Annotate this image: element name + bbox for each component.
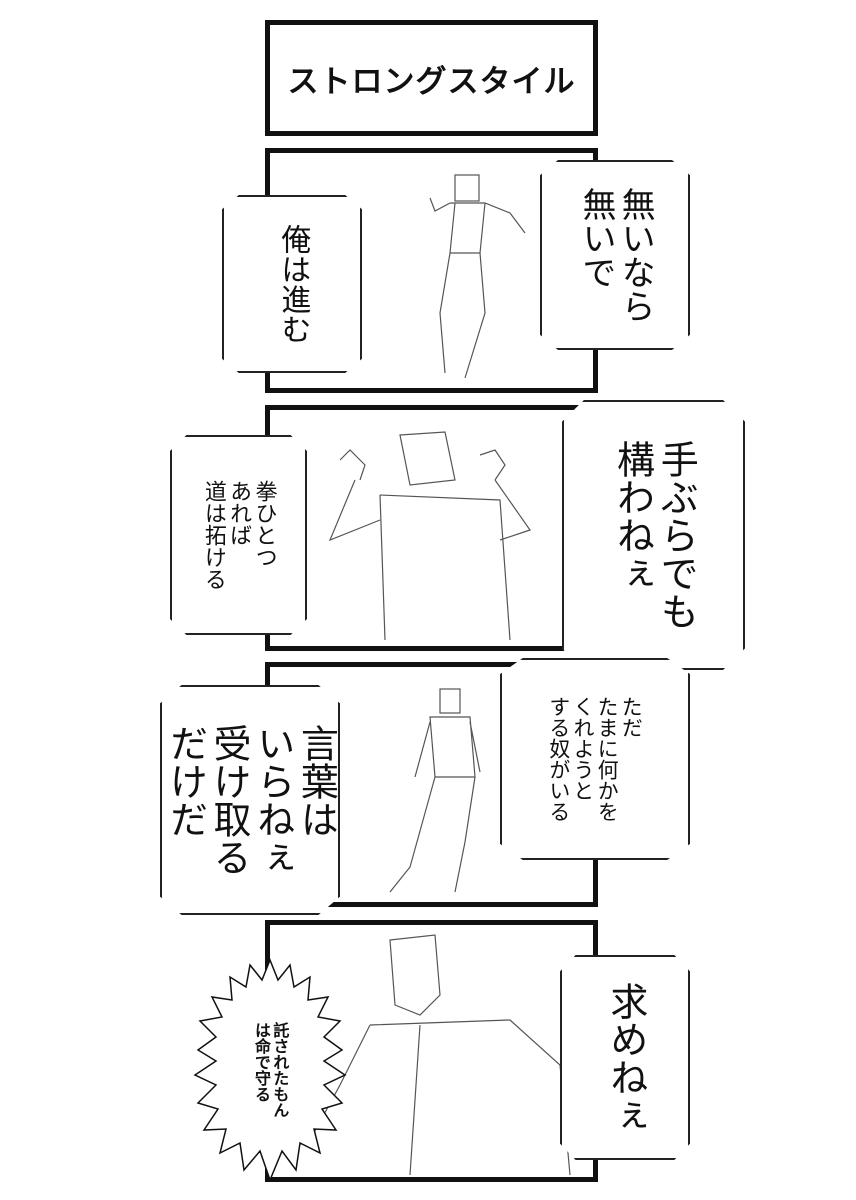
speech-line: あれば <box>226 480 252 546</box>
speech-line: 拳ひとつ <box>251 480 277 568</box>
burst-text: 託されたもんは命で守る <box>190 955 350 1185</box>
character-fists-raised-sketch <box>328 431 531 641</box>
speech-box-left: 言葉はいらねぇ受け取るだけだ <box>160 685 340 915</box>
speech-box-left: 拳ひとつあれば道は拓ける <box>170 435 307 635</box>
speech-line: 俺は進む <box>275 224 311 344</box>
speech-line: 託されたもん <box>270 1022 290 1118</box>
character-turning-sketch <box>389 688 481 893</box>
title-panel: ストロングスタイル <box>265 20 598 136</box>
burst-speech-bubble <box>193 957 347 1183</box>
speech-box-left: 俺は進む <box>222 195 362 373</box>
panel-2 <box>265 405 598 651</box>
speech-line: 無いなら <box>615 187 656 323</box>
speech-line: 受け取る <box>207 724 251 876</box>
speech-line: 手ぶらでも <box>654 440 699 630</box>
speech-line: は命で守る <box>252 1022 271 1102</box>
character-pointing-sketch <box>309 934 571 1176</box>
speech-line: 求めねぇ <box>603 981 648 1134</box>
page-title: ストロングスタイル <box>287 63 576 100</box>
character-walking-sketch <box>429 174 526 379</box>
speech-box-right: 無いなら無いで <box>540 160 690 350</box>
speech-line: ただ <box>619 696 644 738</box>
speech-box-right: 手ぶらでも構わねぇ <box>562 400 745 670</box>
speech-line: 構わねぇ <box>610 440 655 592</box>
speech-box-right: ただたまに何かをくれようとする奴がいる <box>500 658 690 860</box>
speech-line: たまに何かを <box>595 696 620 822</box>
speech-line: 言葉は <box>294 724 339 838</box>
speech-line: 道は拓ける <box>200 480 226 590</box>
speech-line: する奴がいる <box>546 696 571 822</box>
speech-box-right: 求めねぇ <box>560 955 690 1160</box>
speech-line: だけだ <box>163 724 208 838</box>
speech-line: くれようと <box>571 696 595 801</box>
speech-line: 無いで <box>576 187 616 289</box>
speech-line: いらねぇ <box>250 724 295 876</box>
